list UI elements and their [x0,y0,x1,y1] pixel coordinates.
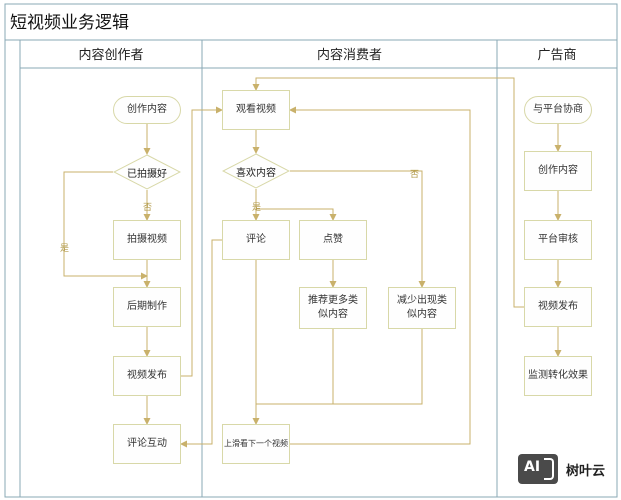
decision-like-content [222,153,290,189]
lane-creator-header: 内容创作者 [78,48,144,63]
node-negotiate-platform: 与平台协商 [524,96,592,124]
node-recommend-more: 推荐更多类似内容 [299,287,367,329]
edge-decision-yes-to-post [63,171,148,280]
node-shoot-video: 拍摄视频 [113,220,181,260]
node-platform-review: 平台审核 [524,220,592,260]
swimlane-frame [4,3,618,498]
node-reduce-similar: 减少出现类似内容 [388,287,456,329]
decision-already-shot [113,154,181,190]
edge-label-no-shot: 否 [143,203,153,213]
edge-swipe-to-watch [289,106,471,445]
edge-ad-publish-to-watch [252,77,524,308]
edge-label-yes-like: 是 [252,203,262,213]
decision-already-shot-label: 已拍摄好 [127,169,167,180]
watermark-name: 树叶云 [566,463,606,479]
node-comment: 评论 [222,220,290,260]
edge-label-yes-shot: 是 [60,244,70,254]
node-swipe-next: 上滑看下一个视频 [222,424,290,464]
lane-advertiser-header: 广告商 [537,48,577,63]
edge-recommend-to-swipe [256,329,334,405]
node-ad-create-content: 创作内容 [524,151,592,191]
page-title: 短视频业务逻辑 [10,13,129,33]
node-monitor-conversion: 监测转化效果 [524,356,592,396]
node-like: 点赞 [299,220,367,260]
node-comment-interact: 评论互动 [113,424,181,464]
node-publish-video: 视频发布 [113,356,181,396]
watermark: AI 树叶云 [518,454,605,484]
edge-reduce-to-swipe [333,329,423,405]
lane-consumer-header: 内容消费者 [316,48,382,63]
node-create-content: 创作内容 [113,96,181,124]
edge-decision-to-reduce [290,170,426,288]
edge-decision-to-like [256,208,337,221]
edge-label-no-like: 否 [410,170,420,180]
node-post-production: 后期制作 [113,287,181,327]
node-ad-publish-video: 视频发布 [524,287,592,327]
watermark-bracket-icon [544,458,554,480]
decision-like-content-label: 喜欢内容 [236,168,276,179]
edge-comment-to-interact [180,239,222,448]
watermark-logo: AI [518,454,558,484]
watermark-logo-text: AI [524,459,541,475]
edge-publish-to-watch [181,106,223,377]
node-watch-video: 观看视频 [222,90,290,130]
